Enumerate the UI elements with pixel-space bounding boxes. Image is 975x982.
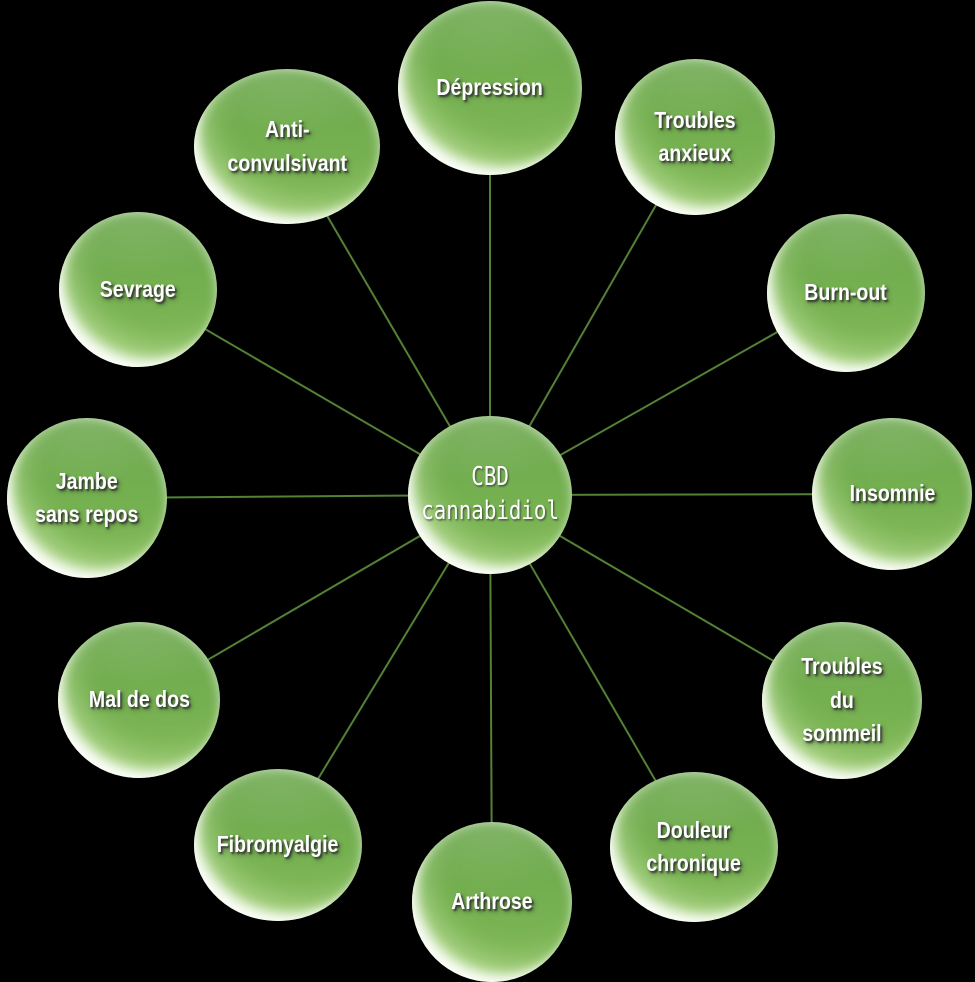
node-jambe-sans-repos: Jambe sans repos bbox=[7, 418, 167, 578]
node-anti-convulsivant: Anti- convulsivant bbox=[194, 69, 380, 224]
node-mal-de-dos: Mal de dos bbox=[58, 622, 220, 778]
node-troubles-du-sommeil: Troubles du sommeil bbox=[762, 622, 922, 779]
node-depression: Dépression bbox=[398, 1, 582, 175]
node-label: Anti- convulsivant bbox=[227, 116, 347, 176]
node-label: Insomnie bbox=[849, 480, 935, 507]
node-label: Dépression bbox=[436, 74, 544, 101]
node-label: Mal de dos bbox=[88, 686, 190, 713]
node-label: Fibromyalgie bbox=[217, 831, 339, 858]
node-label: Sevrage bbox=[99, 275, 177, 302]
node-label: Burn-out bbox=[804, 279, 888, 306]
center-node-cbd: CBD cannabidiol bbox=[408, 416, 572, 574]
node-douleur-chronique: Douleur chronique bbox=[610, 772, 778, 922]
node-burn-out: Burn-out bbox=[767, 214, 925, 372]
node-label: Douleur chronique bbox=[646, 816, 742, 876]
node-insomnie: Insomnie bbox=[812, 418, 972, 570]
node-troubles-anxieux: Troubles anxieux bbox=[615, 59, 775, 215]
node-fibromyalgie: Fibromyalgie bbox=[194, 769, 362, 921]
node-label: Troubles du sommeil bbox=[801, 653, 883, 747]
center-node-label: CBD cannabidiol bbox=[421, 462, 559, 526]
node-arthrose: Arthrose bbox=[412, 822, 572, 982]
node-label: Jambe sans repos bbox=[35, 467, 139, 527]
node-label: Troubles anxieux bbox=[654, 106, 736, 166]
node-sevrage: Sevrage bbox=[59, 212, 217, 367]
node-label: Arthrose bbox=[451, 888, 533, 915]
